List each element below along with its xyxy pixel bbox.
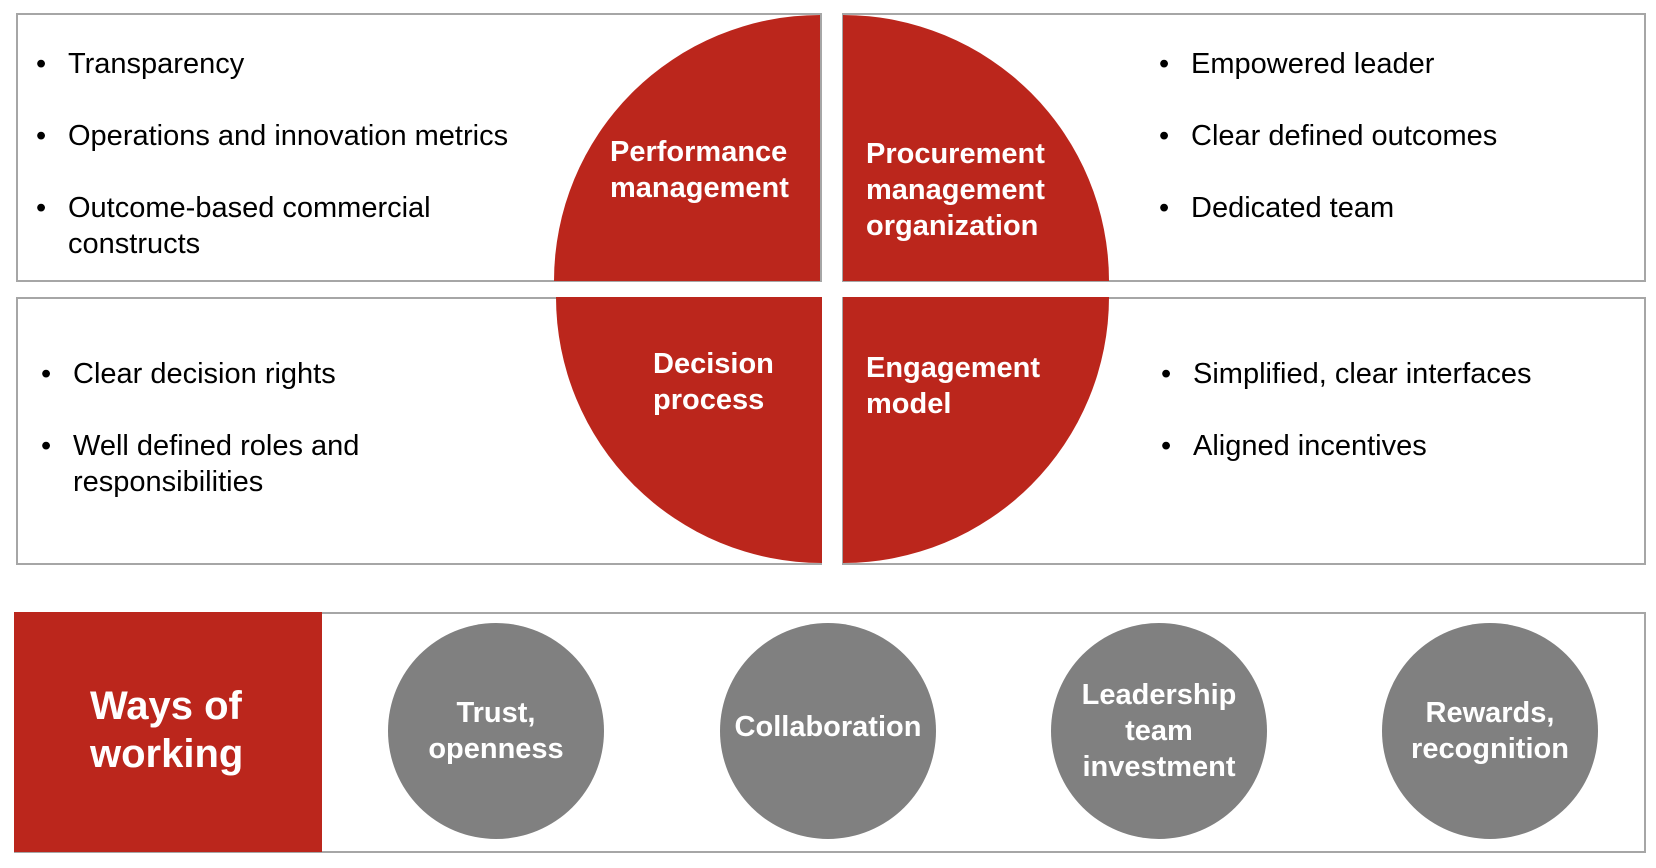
bullet-item: • Transparency [36, 46, 245, 82]
circle-line: Trust, [456, 697, 536, 729]
bullet-text: Simplified, clear interfaces [1193, 358, 1532, 390]
bullet-text: Aligned incentives [1193, 430, 1427, 462]
bullet-item: • Simplified, clear interfaces [1161, 356, 1532, 392]
ways-of-working-title: Ways of working [14, 682, 322, 778]
bullet-icon: • [1161, 358, 1172, 390]
engagement-label: Engagement model [866, 350, 1040, 422]
bullet-item: • Operations and innovation metrics [36, 118, 509, 154]
decision-label: Decision process [653, 346, 774, 418]
trust-openness-circle: Trust, openness [388, 623, 604, 839]
bullet-item: • Outcome-based commercial constructs [36, 190, 431, 262]
bullet-text: responsibilities [73, 466, 264, 498]
bullet-text: Well defined roles and [73, 430, 360, 462]
bullet-text: Operations and innovation metrics [68, 120, 509, 152]
ways-of-working-header: Ways of working [14, 612, 322, 852]
collaboration-circle: Collaboration [720, 623, 936, 839]
bullet-icon: • [1159, 48, 1170, 80]
circle-line: openness [428, 733, 564, 765]
circle-line: team [1125, 715, 1193, 747]
bullet-item: • Empowered leader [1159, 46, 1435, 82]
bullet-item: • Well defined roles and responsibilities [41, 428, 360, 500]
bullet-text: Outcome-based commercial [68, 192, 431, 224]
leadership-investment-circle: Leadership team investment [1051, 623, 1267, 839]
label-line: Procurement [866, 138, 1045, 170]
label-line: process [653, 384, 765, 416]
label-line: Engagement [866, 352, 1041, 384]
label-line: management [610, 172, 789, 204]
bullet-text: constructs [68, 228, 201, 260]
bullet-text: Transparency [68, 48, 245, 80]
label-line: management [866, 174, 1045, 206]
bullet-text: Clear decision rights [73, 358, 336, 390]
circle-line: investment [1082, 751, 1236, 783]
title-line: Ways of [90, 684, 242, 728]
bullet-text: Clear defined outcomes [1191, 120, 1498, 152]
bullet-item: • Dedicated team [1159, 190, 1395, 226]
bullet-icon: • [36, 48, 47, 80]
title-line: working [90, 732, 244, 776]
bullet-text: Empowered leader [1191, 48, 1435, 80]
circle-line: Collaboration [734, 711, 922, 743]
bullet-item: • Clear decision rights [41, 356, 336, 392]
bullet-icon: • [1159, 120, 1170, 152]
bullet-text: Dedicated team [1191, 192, 1395, 224]
performance-label: Performance management [610, 134, 789, 206]
circle-line: Leadership [1081, 679, 1237, 711]
bullet-icon: • [1161, 430, 1172, 462]
bullet-icon: • [41, 430, 52, 462]
procurement-label: Procurement management organization [866, 136, 1045, 244]
bullet-icon: • [41, 358, 52, 390]
bullet-icon: • [36, 192, 47, 224]
label-line: model [866, 388, 952, 420]
circle-line: recognition [1411, 733, 1569, 765]
circle-line: Rewards, [1425, 697, 1555, 729]
bullet-icon: • [36, 120, 47, 152]
label-line: Decision [653, 348, 774, 380]
bullet-icon: • [1159, 192, 1170, 224]
rewards-recognition-circle: Rewards, recognition [1382, 623, 1598, 839]
bullet-item: • Aligned incentives [1161, 428, 1427, 464]
label-line: organization [866, 210, 1039, 242]
bullet-item: • Clear defined outcomes [1159, 118, 1498, 154]
label-line: Performance [610, 136, 788, 168]
